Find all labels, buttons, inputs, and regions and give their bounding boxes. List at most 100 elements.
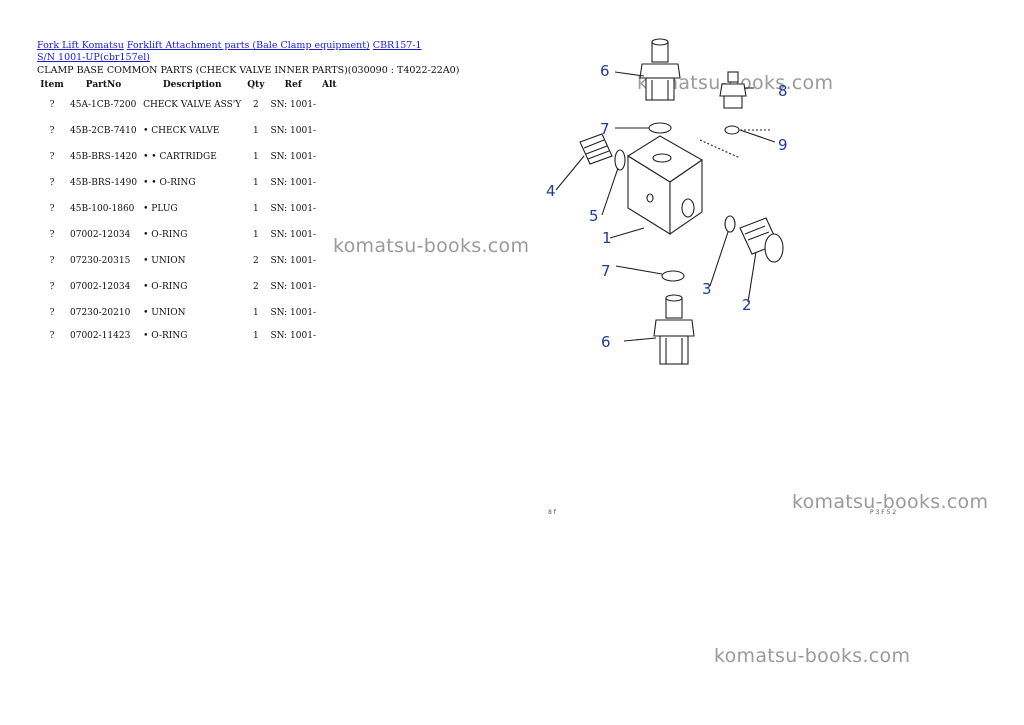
cell-part: 07230-20210: [70, 308, 131, 318]
cell-qty: 2: [252, 282, 259, 292]
header-item: Item: [40, 80, 64, 90]
table-row: ? 07230-20315 • UNION 2 SN: 1001-: [37, 248, 340, 274]
cell-item: ?: [49, 282, 55, 292]
o-ring-top: [648, 122, 672, 134]
callout-7-top: 7: [600, 120, 610, 138]
callout-7-bottom: 7: [601, 262, 611, 280]
header-description: Description: [162, 80, 222, 90]
o-ring-side: [614, 149, 626, 171]
cell-qty: 1: [252, 204, 259, 214]
cell-desc: • O-RING: [143, 230, 188, 240]
cell-ref: SN: 1001-: [270, 282, 316, 292]
cell-desc: • • CARTRIDGE: [143, 152, 217, 162]
callout-6-bottom: 6: [601, 333, 611, 351]
cell-qty: 1: [252, 308, 259, 318]
cell-part: 45A-1CB-7200: [70, 100, 137, 110]
cell-alt: [319, 170, 340, 196]
cell-ref: SN: 1001-: [270, 152, 316, 162]
cell-qty: 2: [252, 256, 259, 266]
header-alt: Alt: [322, 80, 337, 90]
table-row: ? 45B-BRS-1420 • • CARTRIDGE 1 SN: 1001-: [37, 144, 340, 170]
header-ref: Ref: [284, 80, 302, 90]
plug-part: [739, 217, 784, 263]
cell-item: ?: [49, 126, 55, 136]
cell-part: 45B-2CB-7410: [70, 126, 137, 136]
cartridge-part: [579, 133, 613, 165]
breadcrumb-link-attachment-parts[interactable]: Forklift Attachment parts (Bale Clamp eq…: [126, 40, 370, 51]
cell-item: ?: [49, 331, 55, 341]
breadcrumb: Fork Lift Komatsu Forklift Attachment pa…: [37, 40, 437, 64]
cell-desc: • O-RING: [143, 282, 188, 292]
union-top-part: [639, 38, 681, 101]
cell-ref: SN: 1001-: [270, 100, 316, 110]
cell-ref: SN: 1001-: [270, 178, 316, 188]
cell-desc: • UNION: [143, 308, 186, 318]
watermark: komatsu-books.com: [792, 491, 989, 513]
union-bottom-part: [653, 294, 695, 365]
header-qty: Qty: [247, 80, 265, 90]
cell-alt: [319, 300, 340, 326]
breadcrumb-link-forklift-komatsu[interactable]: Fork Lift Komatsu: [37, 40, 124, 51]
cell-qty: 2: [252, 100, 259, 110]
cell-qty: 1: [252, 126, 259, 136]
o-ring-plug: [724, 215, 736, 233]
o-ring-bottom: [661, 270, 685, 282]
cell-ref: SN: 1001-: [270, 204, 316, 214]
cell-item: ?: [49, 100, 55, 110]
cell-part: 07002-12034: [70, 282, 131, 292]
callout-2: 2: [742, 296, 752, 314]
cell-ref: SN: 1001-: [270, 230, 316, 240]
table-row: ? 45B-100-1860 • PLUG 1 SN: 1001-: [37, 196, 340, 222]
watermark: komatsu-books.com: [333, 235, 530, 257]
callout-5: 5: [589, 207, 599, 225]
cell-alt: [319, 92, 340, 118]
cell-item: ?: [49, 178, 55, 188]
cell-alt: [319, 118, 340, 144]
corner-mark-left: 8 f: [548, 509, 557, 516]
callout-8: 8: [778, 82, 788, 100]
o-ring-small: [724, 125, 740, 135]
cell-item: ?: [49, 256, 55, 266]
cell-qty: 1: [252, 178, 259, 188]
cell-desc: • UNION: [143, 256, 186, 266]
page-subtitle: CLAMP BASE COMMON PARTS (CHECK VALVE INN…: [37, 65, 460, 76]
cell-desc: • CHECK VALVE: [143, 126, 220, 136]
cell-part: 45B-BRS-1420: [70, 152, 138, 162]
watermark: komatsu-books.com: [714, 645, 911, 667]
table-row: ? 07002-12034 • O-RING 2 SN: 1001-: [37, 274, 340, 300]
cell-alt: [319, 326, 340, 346]
exploded-parts-diagram: 6 8 7 9 4 5 1 7 3 2 6 8 f P 3 F 5 2: [546, 38, 896, 516]
cell-qty: 1: [252, 152, 259, 162]
header-partno: PartNo: [85, 80, 122, 90]
cell-item: ?: [49, 308, 55, 318]
callout-1: 1: [602, 229, 612, 247]
callout-9: 9: [778, 136, 788, 154]
callout-3: 3: [702, 280, 712, 298]
cell-item: ?: [49, 204, 55, 214]
table-row: ? 45B-2CB-7410 • CHECK VALVE 1 SN: 1001-: [37, 118, 340, 144]
cell-item: ?: [49, 152, 55, 162]
cell-desc: • • O-RING: [143, 178, 196, 188]
cell-ref: SN: 1001-: [270, 308, 316, 318]
cell-ref: SN: 1001-: [270, 126, 316, 136]
watermark: komatsu-books.com: [637, 72, 834, 94]
cell-part: 07230-20315: [70, 256, 131, 266]
cell-ref: SN: 1001-: [270, 331, 316, 341]
table-row: ? 07230-20210 • UNION 1 SN: 1001-: [37, 300, 340, 326]
cell-desc: • PLUG: [143, 204, 178, 214]
cell-part: 07002-12034: [70, 230, 131, 240]
cell-ref: SN: 1001-: [270, 256, 316, 266]
cell-part: 45B-100-1860: [70, 204, 135, 214]
parts-table: Item PartNo Description Qty Ref Alt ? 45A…: [37, 78, 340, 346]
cell-qty: 1: [252, 230, 259, 240]
callout-4: 4: [546, 182, 556, 200]
cell-alt: [319, 196, 340, 222]
fitting-part: [719, 71, 747, 109]
breadcrumb-link-model[interactable]: CBR157-1 S/N 1001-UP(cbr157el): [37, 40, 422, 63]
table-header-row: Item PartNo Description Qty Ref Alt: [37, 78, 340, 92]
